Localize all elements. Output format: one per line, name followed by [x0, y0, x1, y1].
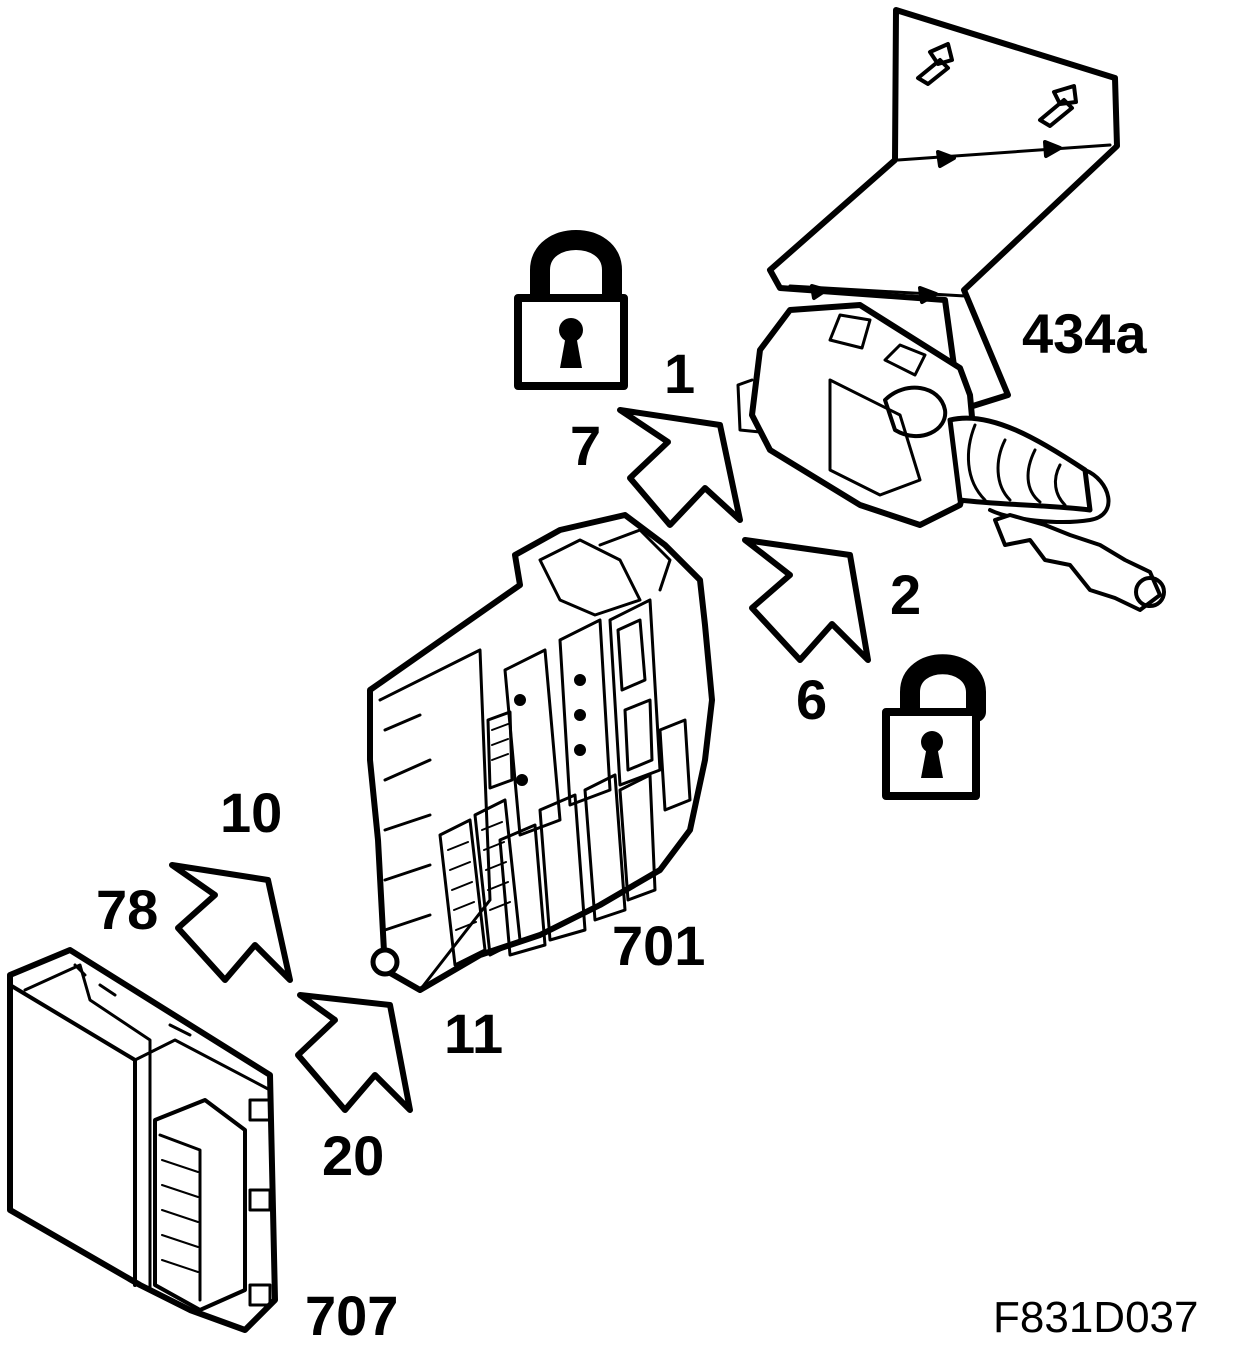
arrow-signal-10-78: [169, 862, 293, 983]
arrow-signal-11-20: [295, 992, 413, 1113]
central-electronic-unit: [367, 512, 715, 993]
label-control-module: 707: [305, 1284, 399, 1347]
label-pin-1: 1: [664, 342, 696, 405]
label-pin-6: 6: [796, 668, 828, 731]
label-pin-11: 11: [444, 1002, 504, 1065]
label-central-unit: 701: [612, 914, 706, 977]
control-module: [7, 947, 278, 1333]
figure-reference: F831D037: [993, 1293, 1199, 1342]
padlock-unlocked-icon: [882, 654, 986, 800]
label-pin-10: 10: [220, 781, 283, 844]
screw-icon: [916, 42, 1078, 128]
label-pin-20: 20: [322, 1124, 385, 1187]
door-lock-actuator: [736, 7, 1166, 612]
arrow-unlock-signal: [742, 537, 871, 663]
padlock-locked-icon: [514, 230, 628, 390]
label-pin-7: 7: [570, 414, 602, 477]
label-pin-78: 78: [96, 878, 159, 941]
arrow-lock-signal: [617, 407, 743, 528]
label-actuator: 434a: [1022, 302, 1147, 365]
label-pin-2: 2: [890, 563, 922, 626]
